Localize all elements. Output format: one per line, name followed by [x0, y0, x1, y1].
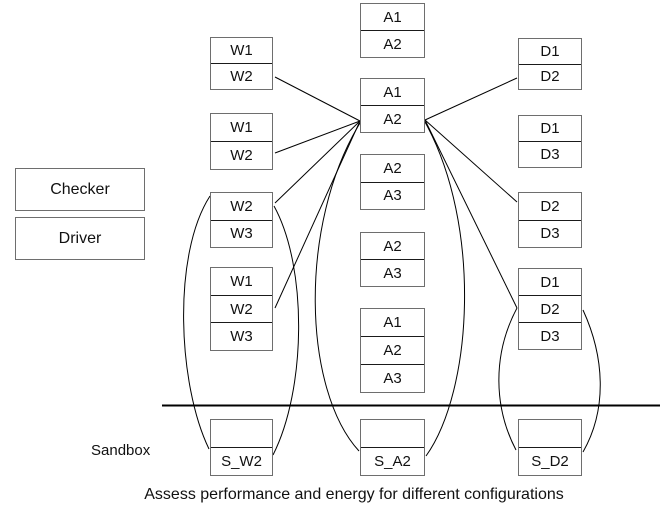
w-box-1: W1 W2 [210, 37, 273, 90]
cell-label: A1 [383, 314, 402, 331]
cell-label: W2 [211, 294, 272, 323]
sandbox-box-d2: S_D2 [518, 419, 582, 476]
sandbox-box-a2: S_A2 [360, 419, 425, 476]
connector-a2-to-sandbox-left [314, 122, 361, 452]
cell-empty [519, 420, 581, 447]
cell-label: W2 [211, 63, 272, 89]
sandbox-box-w2: S_W2 [210, 419, 273, 476]
cell-label: D1 [540, 42, 560, 60]
cell-label: S_W2 [211, 447, 272, 475]
cell-label: A3 [361, 364, 424, 392]
driver-label: Driver [58, 229, 102, 247]
cell-empty [361, 420, 424, 447]
connector-d2-to-sandbox-left [498, 307, 518, 451]
a-box-3: A2 A3 [360, 154, 425, 210]
connector-a2-to-sandbox-right [424, 121, 465, 457]
w-box-4: W1 W2 W3 [210, 267, 273, 351]
cell-label: D1 [540, 120, 560, 137]
a-box-4: A2 A3 [360, 232, 425, 287]
cell-label: A2 [383, 237, 402, 255]
checker-legend-box: Checker [15, 168, 145, 211]
cell-label: W2 [211, 141, 272, 169]
connector-w2-to-sandbox-right [272, 205, 300, 456]
cell-label: W2 [230, 197, 253, 215]
cell-label: W3 [211, 219, 272, 248]
connector-hub-to-w-box-2 [274, 120, 361, 154]
cell-label: D2 [540, 197, 560, 215]
cell-label: A2 [361, 105, 424, 132]
cell-label: D1 [540, 273, 560, 291]
cell-label: W1 [230, 42, 253, 59]
driver-legend-box: Driver [15, 217, 145, 260]
cell-label: A2 [361, 30, 424, 57]
cell-label: W1 [230, 119, 253, 136]
cell-label: D3 [519, 219, 581, 248]
cell-label: A1 [383, 83, 402, 101]
cell-label: D3 [519, 322, 581, 349]
cell-label: S_D2 [519, 447, 581, 475]
connector-hub-to-d-box-4 [424, 119, 518, 309]
cell-label: D2 [519, 295, 581, 322]
connector-hub-to-d-box-3 [424, 119, 518, 203]
cell-label: W1 [230, 272, 253, 290]
a-box-5: A1 A2 A3 [360, 308, 425, 393]
connector-hub-to-w-box-1 [274, 76, 361, 122]
cell-label: D2 [519, 63, 581, 90]
cell-label: D3 [519, 141, 581, 167]
checker-label: Checker [50, 180, 110, 198]
d-box-3: D2 D3 [518, 192, 582, 248]
cell-label: A2 [361, 336, 424, 364]
cell-label: W3 [211, 322, 272, 350]
cell-label: A3 [361, 259, 424, 286]
connector-hub-to-w-box-4 [274, 120, 361, 309]
cell-label: A3 [361, 181, 424, 210]
connector-hub-to-w-box-3 [274, 120, 361, 204]
connector-d2-to-sandbox-right [582, 309, 601, 453]
sandbox-label: Sandbox [91, 442, 151, 459]
d-box-1: D1 D2 [518, 38, 582, 90]
w-box-3: W2 W3 [210, 192, 273, 248]
connector-hub-to-d-box-1 [424, 77, 518, 121]
cell-empty [211, 420, 272, 447]
diagram-caption: Assess performance and energy for differ… [144, 486, 564, 503]
cell-label: A2 [383, 159, 402, 177]
cell-label: A1 [383, 8, 402, 26]
w-box-2: W1 W2 [210, 113, 273, 170]
d-box-2: D1 D3 [518, 115, 582, 168]
a-box-2-hub: A1 A2 [360, 78, 425, 133]
d-box-4: D1 D2 D3 [518, 268, 582, 350]
connector-w2-to-sandbox-left [183, 195, 211, 450]
a-box-1: A1 A2 [360, 3, 425, 58]
cell-label: S_A2 [361, 447, 424, 475]
